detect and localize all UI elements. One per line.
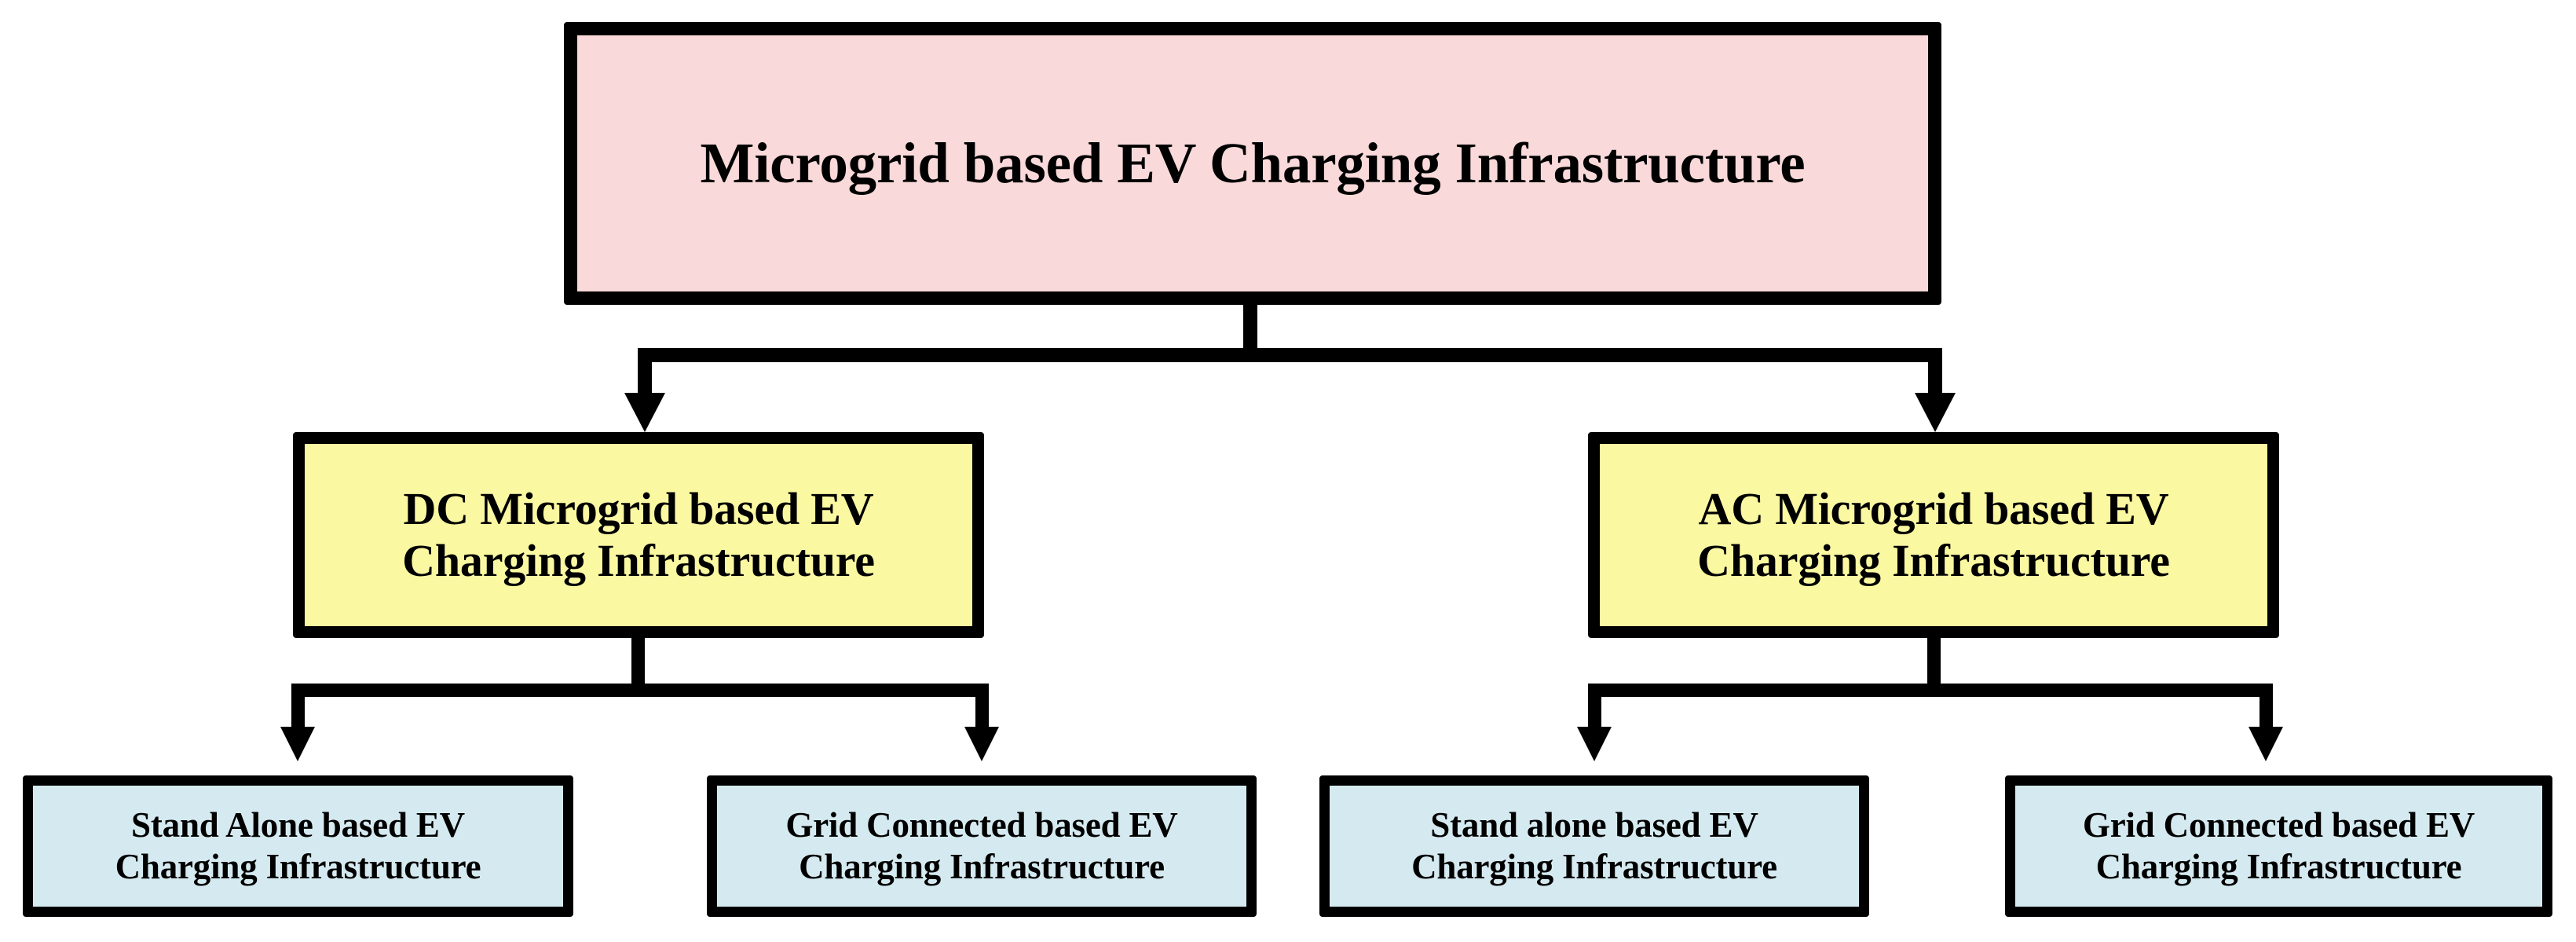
connector-drop-to-leaf2: [1588, 684, 1601, 732]
connector-ac-bus-left: [1588, 684, 1941, 697]
node-leaf2-line2: Charging Infrastructure: [1411, 847, 1777, 886]
arrowhead-to-ac-icon: [1915, 393, 1956, 432]
connector-ac-stem: [1927, 638, 1941, 693]
node-leaf1-line1: Grid Connected based EV: [785, 805, 1178, 845]
connector-dc-stem: [631, 638, 645, 693]
node-dc-microgrid-line2: Charging Infrastructure: [402, 535, 875, 586]
connector-drop-to-leaf0: [291, 684, 305, 732]
node-ac-microgrid-line1: AC Microgrid based EV: [1698, 482, 2169, 534]
connector-ac-bus-right: [1927, 684, 2273, 697]
connector-drop-to-leaf3: [2259, 684, 2273, 732]
arrowhead-to-leaf1-icon: [964, 727, 999, 761]
node-leaf0-line1: Stand Alone based EV: [131, 805, 465, 845]
node-leaf2-line1: Stand alone based EV: [1430, 805, 1758, 845]
arrowhead-to-dc-icon: [624, 393, 665, 432]
node-root-label: Microgrid based EV Charging Infrastructu…: [700, 131, 1806, 196]
node-dc-microgrid-line1: DC Microgrid based EV: [403, 482, 874, 534]
connector-dc-bus-right: [631, 684, 989, 697]
node-leaf3-line2: Charging Infrastructure: [2095, 847, 2462, 886]
connector-root-stem: [1243, 305, 1257, 361]
connector-drop-to-leaf1: [975, 684, 989, 732]
connector-dc-bus-left: [291, 684, 645, 697]
arrowhead-to-leaf3-icon: [2249, 727, 2283, 761]
node-ac-microgrid-line2: Charging Infrastructure: [1697, 535, 2170, 586]
arrowhead-to-leaf2-icon: [1577, 727, 1612, 761]
connector-root-bus: [638, 348, 1942, 362]
node-root-microgrid-ev-charging: Microgrid based EV Charging Infrastructu…: [564, 22, 1941, 305]
node-leaf0-line2: Charging Infrastructure: [115, 847, 481, 886]
node-leaf1-line2: Charging Infrastructure: [799, 847, 1165, 886]
connector-drop-to-dc: [638, 348, 652, 400]
connector-drop-to-ac: [1928, 348, 1942, 400]
arrowhead-to-leaf0-icon: [280, 727, 315, 761]
node-leaf3-line1: Grid Connected based EV: [2082, 805, 2475, 845]
